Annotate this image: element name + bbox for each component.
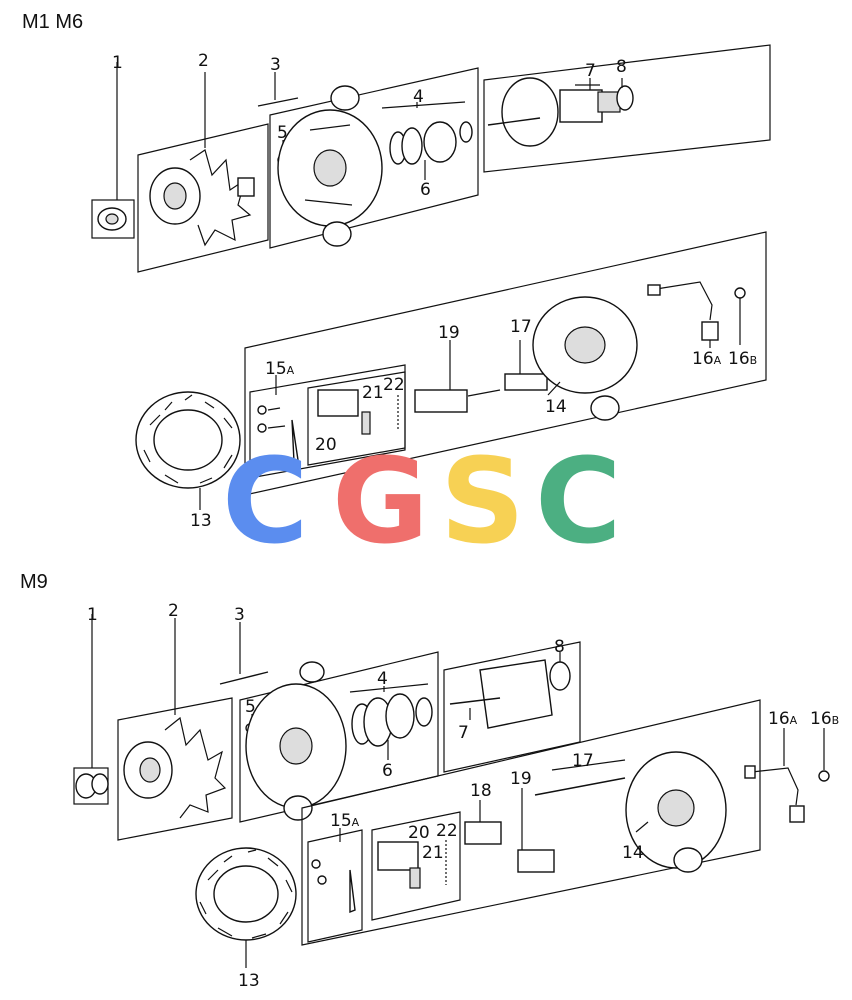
m9-label-21: 21 — [422, 843, 444, 863]
watermark-letter-c1: C — [222, 432, 309, 570]
part-4-bearing-assembly — [381, 101, 473, 180]
label-1: 1 — [112, 53, 123, 73]
label-16b: 16B — [728, 349, 757, 369]
m9-label-22: 22 — [436, 821, 458, 841]
part-1-washer — [91, 62, 135, 239]
m9-label-13: 13 — [238, 971, 260, 991]
label-21: 21 — [362, 383, 384, 403]
label-20: 20 — [315, 435, 337, 455]
part-3-bolt — [257, 72, 299, 107]
m9-rotor-group — [443, 641, 581, 773]
label-6: 6 — [420, 180, 431, 200]
watermark-letter-c2: C — [535, 432, 622, 570]
section-title-m9: M9 — [20, 571, 48, 593]
part-2-pulley-fan — [137, 72, 269, 273]
m9-label-5: 5 — [245, 697, 256, 717]
m9-label-4: 4 — [377, 669, 388, 689]
label-17: 17 — [510, 317, 532, 337]
m9-label-17: 17 — [572, 751, 594, 771]
label-3: 3 — [270, 55, 281, 75]
m9-label-1: 1 — [87, 605, 98, 625]
m9-part-13-stator — [195, 847, 297, 968]
top-diagram: 1 2 3 4 5 6 7 8 13 14 15A 16A 16B 17 19 … — [91, 44, 771, 531]
m9-label-15a: 15A — [330, 811, 360, 831]
watermark-cgsc: C G S C — [222, 432, 622, 570]
m9-label-20: 20 — [408, 823, 430, 843]
m9-label-7: 7 — [458, 723, 469, 743]
label-7: 7 — [585, 61, 596, 81]
m9-label-14: 14 — [622, 843, 644, 863]
label-8: 8 — [616, 57, 627, 77]
rotor-group — [483, 44, 771, 173]
m9-label-3: 3 — [234, 605, 245, 625]
m9-label-8: 8 — [554, 637, 565, 657]
label-16a: 16A — [692, 349, 722, 369]
label-22: 22 — [383, 375, 405, 395]
label-19: 19 — [438, 323, 460, 343]
m9-label-19: 19 — [510, 769, 532, 789]
m9-part-3-bolt — [219, 622, 269, 685]
part-13-stator — [135, 391, 241, 510]
m9-label-16a: 16A — [768, 709, 798, 729]
m9-label-6: 6 — [382, 761, 393, 781]
m9-label-2: 2 — [168, 601, 179, 621]
watermark-letter-s: S — [440, 432, 525, 570]
m9-label-18: 18 — [470, 781, 492, 801]
label-13: 13 — [190, 511, 212, 531]
label-14: 14 — [545, 397, 567, 417]
label-5: 5 — [277, 123, 288, 143]
watermark-letter-g: G — [332, 432, 429, 570]
m9-part-1-washer — [73, 614, 109, 805]
label-15a: 15A — [265, 359, 295, 379]
m9-rectifier-panel — [301, 699, 830, 946]
rectifier-panel — [244, 231, 767, 496]
label-4: 4 — [413, 87, 424, 107]
m9-part-4-bearing-assembly — [349, 683, 433, 760]
m9-label-16b: 16B — [810, 709, 839, 729]
label-2: 2 — [198, 51, 209, 71]
m9-part-2-pulley-fan — [117, 618, 233, 841]
bottom-diagram: 1 2 3 4 5 6 7 8 13 14 15A 16A 16B 17 18 … — [73, 601, 839, 991]
section-title-m1-m6: M1 M6 — [22, 11, 83, 33]
drive-end-housing — [269, 67, 479, 249]
m9-drive-end-housing — [239, 651, 439, 823]
